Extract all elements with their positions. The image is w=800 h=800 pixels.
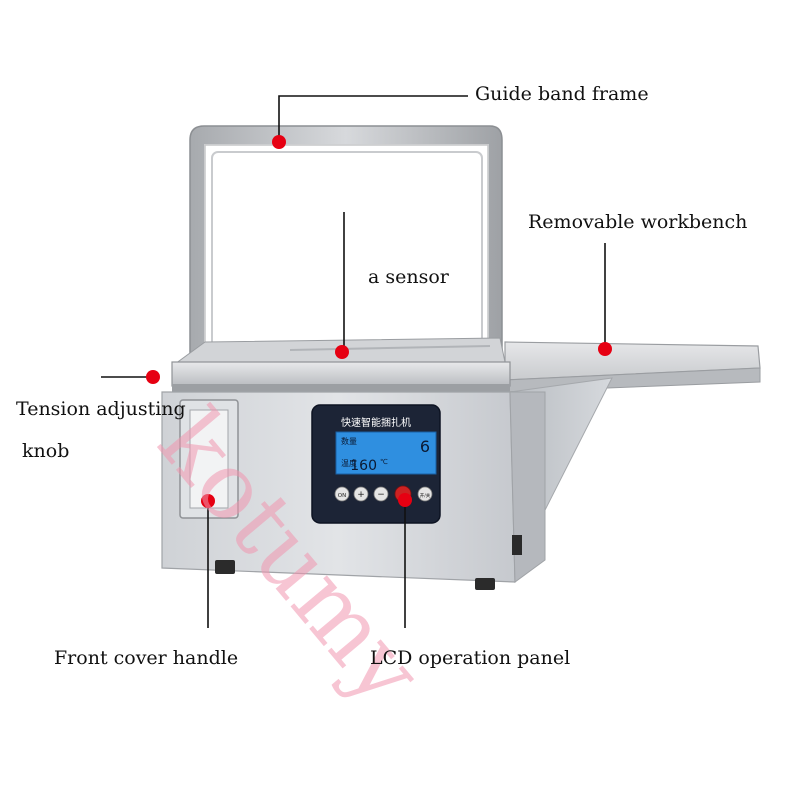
label-tension-knob: knob (22, 440, 70, 462)
panel-button-row: ON + − 开/关 (334, 485, 433, 503)
marker-front-cover-handle (201, 494, 215, 508)
marker-removable-workbench (598, 342, 612, 356)
temp-label: 温度 (341, 458, 357, 468)
lcd-screen (335, 431, 437, 475)
front-cover-handle (179, 399, 239, 519)
minus-label: − (377, 490, 385, 500)
count-value: 6 (420, 437, 430, 456)
temp-unit: ℃ (380, 458, 388, 466)
panel-title: 快速智能捆扎机 (341, 416, 411, 429)
machine-top-deck (171, 337, 511, 392)
marker-lcd-panel (398, 493, 412, 507)
switch-label: 开/关 (420, 492, 431, 499)
temp-value: 160 (350, 458, 377, 474)
marker-guide-band-frame (272, 135, 286, 149)
label-removable-workbench: Removable workbench (528, 211, 748, 233)
leader-guide-band-frame (278, 95, 468, 142)
count-label: 数量 (341, 436, 357, 446)
guide-band-frame (189, 125, 503, 366)
plus-label: + (357, 490, 365, 500)
power-on-button[interactable] (334, 486, 350, 502)
power-on-label: ON (338, 493, 346, 499)
label-front-cover-handle: Front cover handle (54, 647, 239, 669)
marker-sensor (335, 345, 349, 359)
minus-button[interactable] (373, 486, 389, 502)
plus-button[interactable] (353, 486, 369, 502)
label-lcd-operation-panel: LCD operation panel (370, 647, 571, 669)
label-tension-adjusting: Tension adjusting (16, 398, 186, 420)
callout-markers (146, 135, 612, 508)
label-guide-band-frame: Guide band frame (475, 83, 649, 105)
leader-lines (101, 95, 606, 628)
lcd-operation-panel: 快速智能捆扎机 数量 6 温度 160 ℃ ON + − 开/关 (311, 404, 441, 524)
marker-tension-knob (146, 370, 160, 384)
switch-button[interactable] (417, 486, 433, 502)
label-sensor: a sensor (368, 266, 449, 288)
